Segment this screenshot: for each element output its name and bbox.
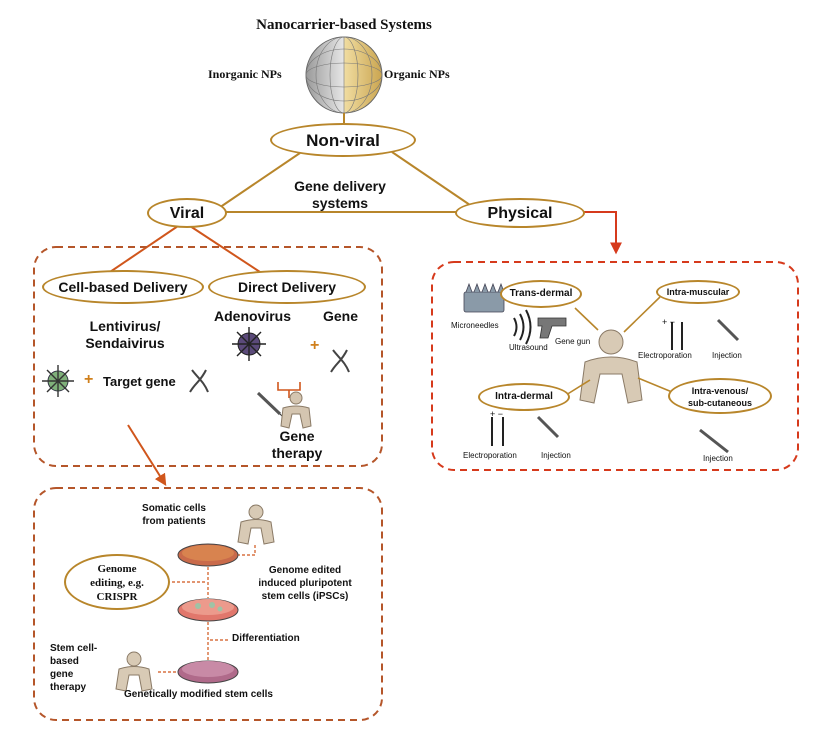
physical-node: Physical	[455, 198, 585, 228]
viral-to-stem-arrow	[127, 424, 167, 487]
electroporation-icon-dermal	[491, 417, 504, 446]
adenovirus-label: Adenovirus	[214, 308, 292, 324]
petri-dish-somatic-icon	[177, 543, 239, 567]
dna-icon-target	[189, 369, 209, 393]
physical-panel-border	[431, 261, 799, 471]
intra-dermal-node: Intra-dermal	[478, 383, 570, 411]
ultrasound-icon	[513, 309, 532, 345]
intra-muscular-node: Intra-muscular	[656, 280, 740, 304]
viral-panel-border	[33, 246, 383, 467]
petri-dish-ipsc-icon	[177, 598, 239, 622]
physical-label: Physical	[487, 205, 553, 222]
lentivirus-label: Lentivirus/ Sendaivirus	[85, 318, 165, 351]
genome-editing-node: Genome editing, e.g. CRISPR	[64, 554, 170, 610]
plus-minus-muscular: + −	[662, 317, 676, 327]
plus-minus-dermal: + −	[490, 409, 504, 419]
stem-therapy-torso-icon	[115, 651, 153, 692]
physical-arrow	[584, 211, 622, 255]
injection-icon-muscular	[716, 318, 740, 342]
viral-node: Viral	[147, 198, 227, 228]
patient-torso-icon	[237, 504, 275, 545]
injection-icon-venous	[699, 428, 729, 454]
intra-dermal-label: Intra-dermal	[495, 391, 553, 402]
trans-dermal-label: Trans-dermal	[509, 288, 573, 299]
direct-node: Direct Delivery	[208, 270, 366, 304]
diagram-title: Nanocarrier-based Systems	[256, 17, 432, 33]
ipsc-label: Genome edited induced pluripotent stem c…	[258, 565, 352, 602]
ultrasound-label: Ultrasound	[509, 343, 548, 352]
injection-icon-dermal	[536, 415, 560, 439]
stem-panel-border	[33, 487, 383, 721]
viral-label: Viral	[169, 205, 205, 222]
lentivirus-icon	[42, 365, 74, 397]
injection-label-muscular: Injection	[712, 351, 742, 360]
petri-dish-modified-icon	[177, 660, 239, 684]
human-torso-center-icon	[579, 329, 643, 404]
intra-muscular-label: Intra-muscular	[666, 287, 730, 297]
dna-icon-gene	[330, 349, 350, 373]
gene-gun-icon	[537, 317, 567, 339]
adenovirus-icon	[232, 327, 266, 361]
gene-gun-label: Gene gun	[555, 337, 591, 346]
differentiation-label: Differentiation	[232, 633, 300, 644]
center-label: Gene delivery systems	[294, 178, 386, 211]
inorganic-label: Inorganic NPs	[208, 67, 282, 81]
intra-venous-label: Intra-venous/ sub-cutaneous	[687, 386, 752, 408]
somatic-label: Somatic cells from patients	[142, 503, 206, 527]
electroporation-icon-muscular	[671, 322, 683, 350]
direct-label: Direct Delivery	[237, 279, 337, 295]
link-nonviral-viral	[212, 152, 301, 213]
injection-label-dermal: Injection	[541, 451, 571, 460]
gene-therapy-label: Gene therapy	[271, 428, 323, 461]
electroporation-label-dermal: Electroporation	[463, 451, 517, 460]
plus-sign-2: +	[310, 337, 320, 354]
nonviral-label: Non-viral	[306, 131, 380, 150]
injection-label-venous: Injection	[703, 454, 733, 463]
plus-sign-1: +	[84, 371, 94, 388]
genome-editing-label: Genome editing, e.g. CRISPR	[90, 563, 144, 603]
nanoparticle-sphere-icon	[305, 36, 383, 114]
cell-based-label: Cell-based Delivery	[58, 279, 188, 295]
microneedles-icon	[463, 282, 505, 313]
human-torso-icon	[280, 391, 312, 429]
organic-label: Organic NPs	[384, 67, 450, 81]
cell-based-node: Cell-based Delivery	[42, 270, 204, 304]
intra-venous-node: Intra-venous/ sub-cutaneous	[668, 378, 772, 414]
link-nonviral-physical	[391, 151, 471, 206]
gene-label: Gene	[323, 308, 359, 324]
modified-stem-cells-label: Genetically modified stem cells	[124, 689, 273, 700]
trans-dermal-node: Trans-dermal	[500, 280, 582, 308]
electroporation-label-muscular: Electroporation	[638, 351, 692, 360]
microneedles-label: Microneedles	[451, 321, 499, 330]
nonviral-node: Non-viral	[270, 123, 416, 157]
stem-therapy-label: Stem cell- based gene therapy	[50, 643, 98, 693]
target-gene-label: Target gene	[103, 374, 176, 389]
bracket-icon	[277, 382, 301, 391]
